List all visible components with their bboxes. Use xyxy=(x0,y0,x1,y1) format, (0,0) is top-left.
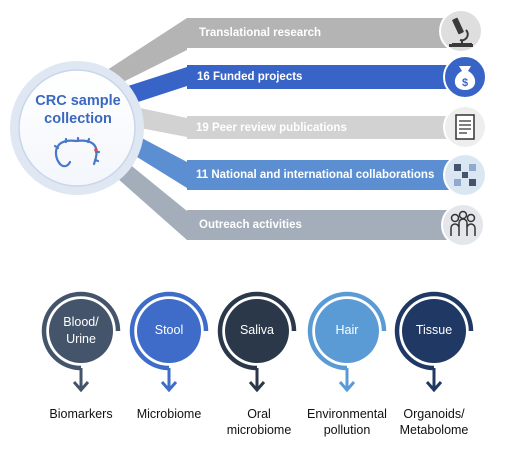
output-label-4: Environmental pollution xyxy=(307,407,387,437)
network-icon xyxy=(443,153,487,197)
connector-3 xyxy=(140,108,187,137)
sample-2 xyxy=(129,291,209,393)
outcome-label-2: 16 Funded projects xyxy=(197,71,303,83)
outcome-bar-4 xyxy=(187,160,461,190)
connector-5 xyxy=(108,158,187,240)
connector-4 xyxy=(129,136,187,188)
sample-label-1: Blood/ Urine xyxy=(63,315,99,346)
output-label-2: Microbiome xyxy=(136,407,202,421)
sample-label-5: Tissue xyxy=(415,323,453,337)
sample-label-4: Hair xyxy=(335,323,359,337)
outcome-bar-2 xyxy=(187,65,461,89)
outcome-bar-5 xyxy=(187,210,461,240)
outcome-label-4: 11 National and international collaborat… xyxy=(196,169,435,181)
connector-2 xyxy=(128,67,187,102)
svg-text:$: $ xyxy=(462,77,468,89)
sample-4 xyxy=(307,291,387,393)
people-icon xyxy=(441,203,485,247)
outcome-bars xyxy=(187,18,461,240)
output-label-5: Organoids/ Metabolome xyxy=(399,407,469,437)
microscope-icon xyxy=(439,9,483,53)
connectors xyxy=(104,18,187,240)
sample-5 xyxy=(394,291,474,393)
hub xyxy=(10,61,144,195)
colon-icon xyxy=(53,136,101,168)
output-label-3: Oral microbiome xyxy=(226,407,292,437)
sample-circles xyxy=(41,291,474,393)
hub-circle xyxy=(18,69,136,187)
outcome-label-3: 19 Peer review publications xyxy=(196,122,347,134)
sample-3 xyxy=(217,291,297,393)
sample-label-3: Saliva xyxy=(239,323,275,337)
outcome-bar-1 xyxy=(187,18,461,48)
sample-label-2: Stool xyxy=(154,323,184,337)
hub-title: CRC sample collection xyxy=(35,93,121,127)
outcome-icons: $ xyxy=(439,9,487,247)
money-bag-icon: $ xyxy=(443,55,487,99)
outcome-label-5: Outreach activities xyxy=(199,219,302,231)
outcome-bar-3 xyxy=(187,116,461,139)
connector-1 xyxy=(104,18,187,84)
outcome-label-1: Translational research xyxy=(199,27,322,39)
document-icon xyxy=(443,105,487,149)
sample-1 xyxy=(41,291,121,393)
output-label-1: Biomarkers xyxy=(49,407,113,421)
